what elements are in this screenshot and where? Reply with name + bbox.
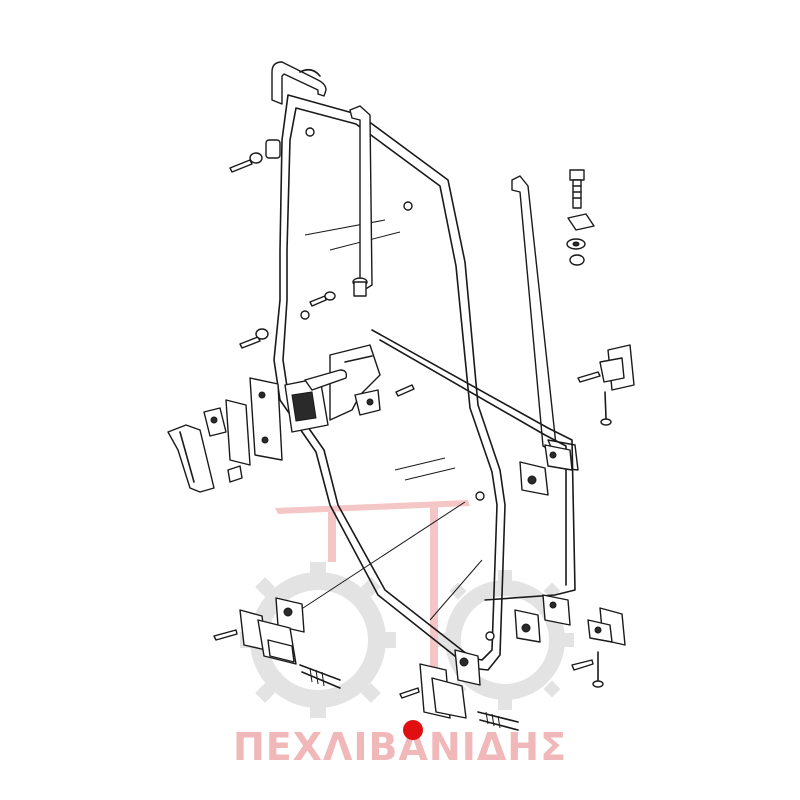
watermark-frame [275, 500, 470, 672]
selection-marker [403, 720, 423, 740]
right-striker [577, 344, 635, 426]
latch-screw [395, 384, 415, 397]
lower-right-striker [571, 607, 626, 688]
latch-plate [225, 377, 283, 466]
hinge-plate-lower [454, 594, 571, 686]
bolt-mid-left [239, 328, 269, 349]
hinge-plate-upper [519, 444, 573, 496]
top-grab-handle [271, 61, 327, 105]
lower-left-hinge [213, 597, 305, 665]
outside-door-handle [167, 407, 243, 493]
bolt-center-left [309, 291, 336, 307]
lower-center-spring-pin [477, 711, 519, 731]
lower-left-spring-pin [299, 664, 341, 689]
bolt-upper-left [229, 139, 281, 173]
watermark-text: ΠΕΧΛΙΒΑΝΙΔΗΣ [233, 725, 567, 769]
door-latch-assembly [284, 344, 381, 433]
lower-center-hinge [399, 663, 467, 719]
door-rod [349, 105, 373, 297]
fastener-stack-top-right [566, 169, 595, 266]
